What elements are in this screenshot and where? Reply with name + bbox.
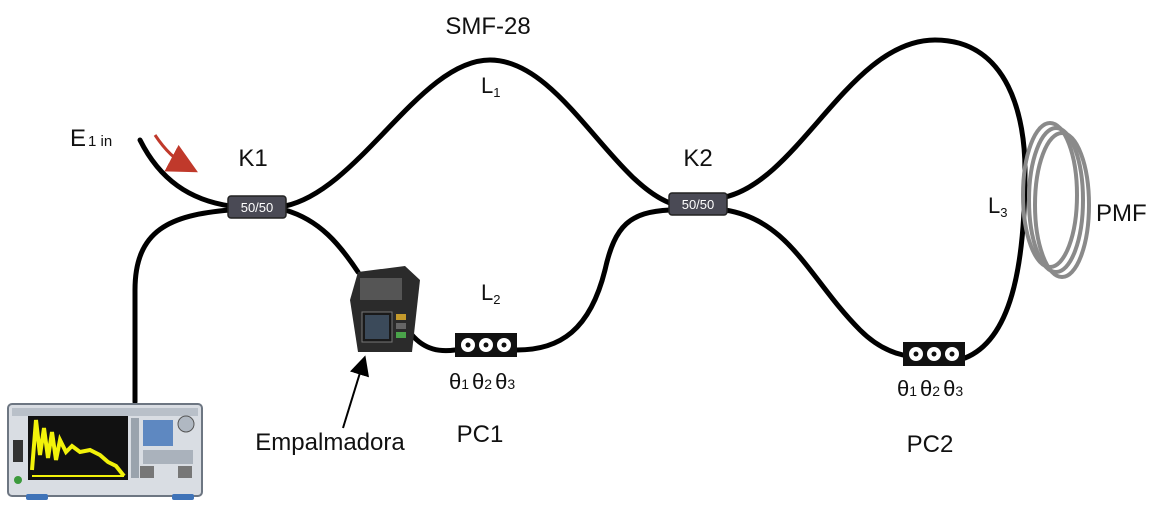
l1-letter: L: [481, 73, 493, 98]
fibers: [132, 37, 1028, 405]
theta2-index: 2: [484, 376, 492, 392]
theta1-index: 1: [909, 383, 917, 399]
fiber-pc1-k2: [514, 207, 673, 353]
l1-label: L1: [481, 73, 500, 100]
pc1-label: PC1: [457, 421, 504, 448]
l2-label: L2: [481, 280, 500, 307]
theta1-symbol: θ: [897, 376, 909, 401]
l2-letter: L: [481, 280, 493, 305]
theta2-symbol: θ: [920, 376, 932, 401]
l2-subscript: 2: [493, 292, 500, 307]
theta3-index: 3: [955, 383, 963, 399]
fiber-k2-pc2: [722, 207, 906, 358]
theta3-symbol: θ: [495, 369, 507, 394]
l3-label: L3: [988, 193, 1007, 220]
e1-subscript: 1 in: [88, 133, 112, 150]
e1-letter: E: [70, 125, 86, 152]
polarization-controller-icon: [455, 333, 517, 357]
theta2-symbol: θ: [472, 369, 484, 394]
fiber-k1-splicer: [282, 207, 361, 275]
theta3-index: 3: [507, 376, 515, 392]
input-fiber: [137, 137, 233, 209]
theta1-symbol: θ: [449, 369, 461, 394]
l3-subscript: 3: [1000, 205, 1007, 220]
empalmadora-label: Empalmadora: [255, 429, 405, 456]
coupler-k1: 50/50: [227, 195, 287, 219]
fiber-coil-icon: [1021, 121, 1091, 279]
splicer-pointer-arrow: [342, 355, 370, 429]
l1-subscript: 1: [493, 85, 500, 100]
pc2-label: PC2: [907, 431, 954, 458]
optical-spectrum-analyzer-icon: [7, 403, 203, 500]
k1-ratio: 50/50: [241, 200, 274, 215]
fiber-k2-loop-top: [722, 37, 1028, 200]
smf-label: SMF-28: [445, 13, 530, 40]
k1-label: K1: [238, 145, 267, 172]
fusion-splicer-icon: [350, 266, 420, 352]
fiber-splicer-pc1: [409, 332, 458, 354]
theta3-symbol: θ: [943, 376, 955, 401]
k2-label: K2: [683, 145, 712, 172]
theta1-index: 1: [461, 376, 469, 392]
fiber-l1: [282, 57, 673, 209]
l3-letter: L: [988, 193, 1000, 218]
input-direction-arrow: [153, 134, 198, 173]
k2-ratio: 50/50: [682, 197, 715, 212]
osa-fiber: [132, 207, 233, 405]
coupler-k2: 50/50: [668, 192, 728, 216]
polarization-controller-icon: [903, 342, 965, 366]
theta2-index: 2: [932, 383, 940, 399]
pmf-label: PMF: [1096, 200, 1147, 227]
